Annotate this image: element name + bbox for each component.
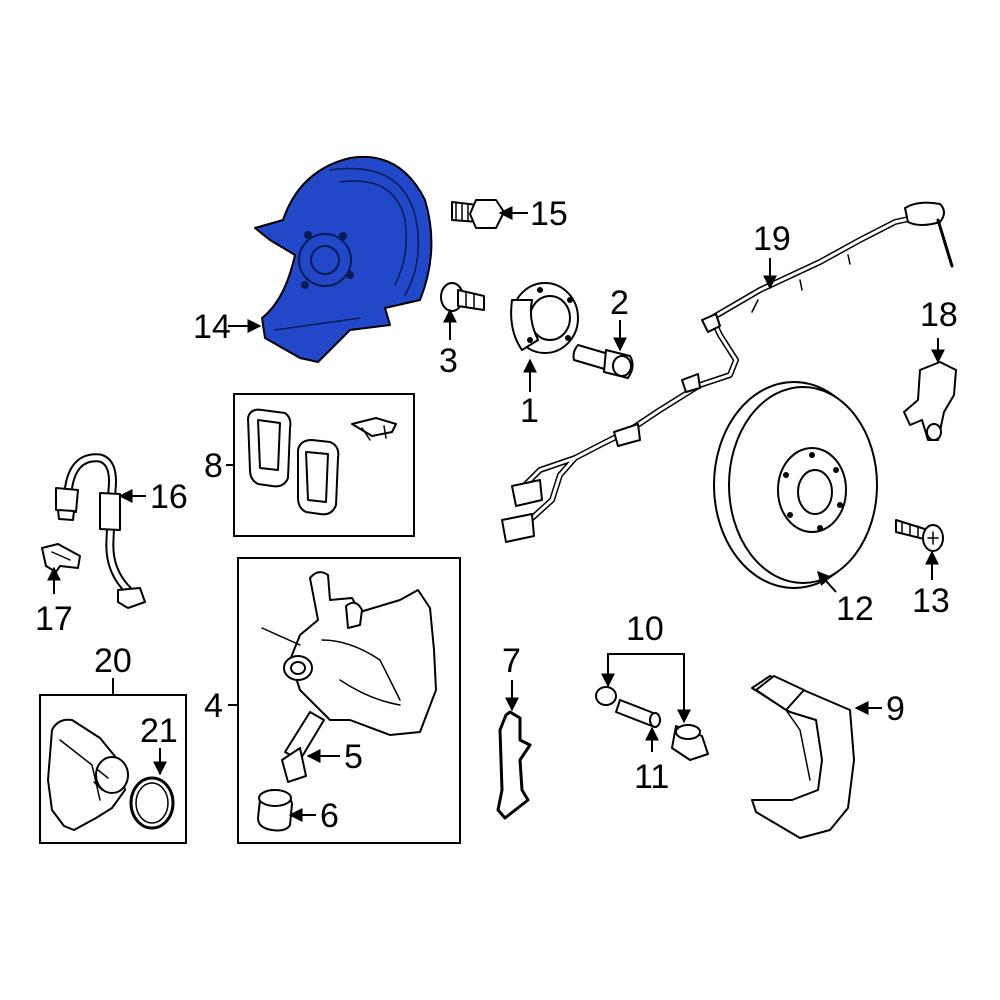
wheel-speed-sensor-part-18[interactable] <box>903 361 957 441</box>
callout-6: 6 <box>320 797 339 835</box>
caliper-bracket-part-9[interactable] <box>751 675 855 839</box>
o-ring-part-21[interactable] <box>129 776 175 830</box>
callout-3: 3 <box>439 342 458 380</box>
callout-15: 15 <box>530 195 568 233</box>
splash-shield-part-14[interactable] <box>254 155 433 363</box>
leader-lines <box>47 206 945 822</box>
callout-13: 13 <box>912 582 950 620</box>
callout-17: 17 <box>35 600 73 638</box>
brake-pads-part-8[interactable] <box>233 393 415 537</box>
callout-1: 1 <box>520 392 539 430</box>
spring-clip-part-7[interactable] <box>496 710 532 820</box>
callout-14: 14 <box>193 308 231 346</box>
callout-7: 7 <box>502 642 521 680</box>
callout-16: 16 <box>150 478 188 516</box>
callout-18: 18 <box>920 296 958 334</box>
screw-part-13[interactable] <box>895 519 944 552</box>
bolt-part-3[interactable] <box>440 282 485 312</box>
callout-labels: 14 15 3 1 2 19 18 8 16 17 20 21 4 5 6 7 … <box>35 195 958 835</box>
callout-20: 20 <box>94 642 132 680</box>
callout-4: 4 <box>204 687 223 725</box>
callout-5: 5 <box>344 738 363 776</box>
callout-21: 21 <box>140 712 178 750</box>
wheel-hub-part-1[interactable] <box>510 282 579 354</box>
brake-rotor-part-12[interactable] <box>713 381 878 589</box>
clip-part-17[interactable] <box>41 543 81 573</box>
sensor-wire-part-19[interactable] <box>501 201 954 543</box>
caliper-part-4[interactable] <box>237 557 461 844</box>
callout-10: 10 <box>626 610 664 648</box>
callout-2: 2 <box>610 284 629 322</box>
bolt-part-15[interactable] <box>451 199 505 229</box>
callout-11: 11 <box>634 758 669 796</box>
bolt-part-2[interactable] <box>572 344 634 379</box>
guide-pin-part-11[interactable] <box>615 699 661 728</box>
callout-19: 19 <box>753 220 791 258</box>
callout-12: 12 <box>836 590 874 628</box>
callout-8: 8 <box>204 447 223 485</box>
guide-pin-bolt-part-10[interactable] <box>595 686 709 761</box>
callout-9: 9 <box>886 690 905 728</box>
brake-hose-part-16[interactable] <box>55 453 146 609</box>
